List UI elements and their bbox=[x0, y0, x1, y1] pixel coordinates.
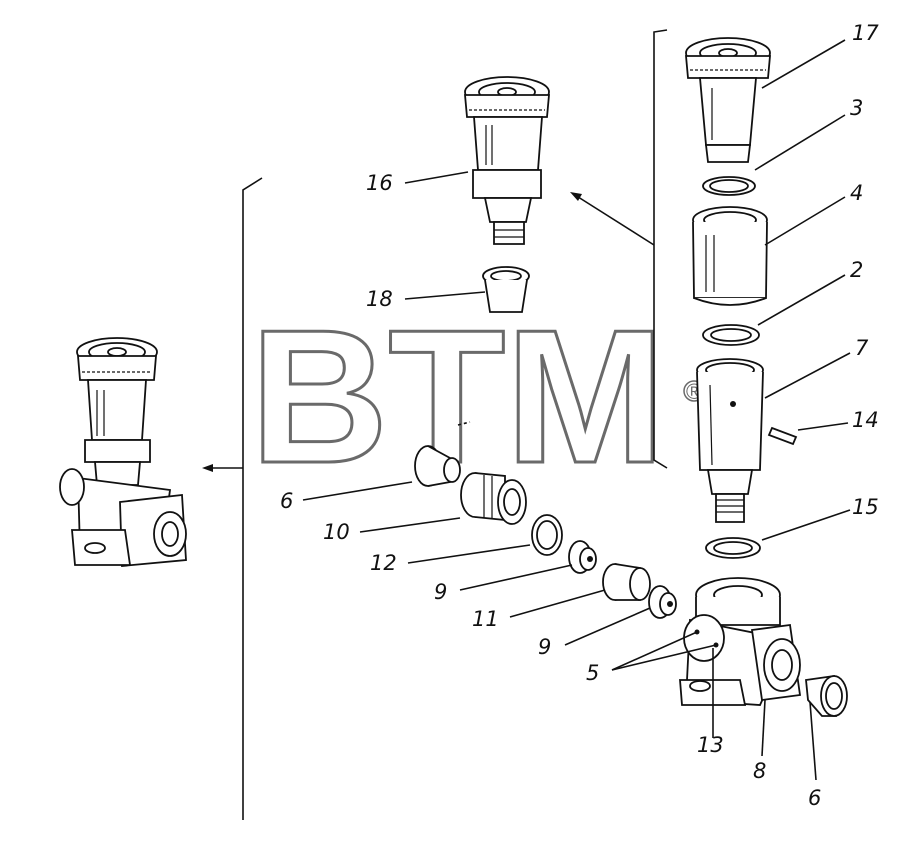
label-14: 14 bbox=[852, 408, 879, 432]
part-18-bushing bbox=[482, 266, 530, 313]
left-bracket-line bbox=[242, 177, 263, 820]
assembly-lines bbox=[202, 29, 668, 820]
arrowhead-to-16 bbox=[570, 192, 582, 201]
axis-dash bbox=[457, 421, 471, 426]
part-17-cap bbox=[685, 37, 771, 163]
arrow-to-16 bbox=[574, 194, 655, 246]
part-9-valve-b bbox=[648, 585, 677, 619]
label-18: 18 bbox=[366, 287, 393, 311]
label-16: 16 bbox=[366, 171, 393, 195]
part-16-assembly bbox=[464, 76, 550, 245]
part-14-pin bbox=[767, 426, 798, 446]
label-17: 17 bbox=[852, 21, 879, 45]
part-6-cap-upper bbox=[414, 445, 461, 487]
label-3: 3 bbox=[850, 96, 863, 120]
leader-lines bbox=[302, 39, 851, 781]
label-9-left: 9 bbox=[434, 580, 447, 604]
label-4: 4 bbox=[850, 181, 863, 205]
label-15: 15 bbox=[852, 495, 879, 519]
part-9-valve-a bbox=[568, 540, 597, 574]
part-2-ring bbox=[702, 324, 760, 346]
assembled-pump bbox=[59, 337, 187, 567]
label-11: 11 bbox=[472, 607, 499, 631]
arrowhead-to-assembly bbox=[202, 464, 213, 472]
label-9-right: 9 bbox=[538, 635, 551, 659]
label-6-lower: 6 bbox=[808, 786, 821, 810]
label-12: 12 bbox=[370, 551, 397, 575]
label-2: 2 bbox=[850, 258, 863, 282]
part-4-sleeve bbox=[692, 206, 768, 306]
part-7-body bbox=[696, 358, 764, 523]
part-3-ring bbox=[702, 176, 756, 196]
part-10-fitting bbox=[460, 472, 527, 525]
watermark: BTM ® bbox=[249, 290, 705, 505]
part-15-ring bbox=[705, 537, 761, 559]
label-7: 7 bbox=[855, 336, 869, 360]
label-5: 5 bbox=[586, 661, 599, 685]
part-12-ring bbox=[531, 514, 563, 556]
label-8: 8 bbox=[753, 759, 766, 783]
part-11-clip bbox=[602, 563, 651, 601]
right-bracket-line bbox=[653, 29, 668, 469]
part-8-housing bbox=[679, 577, 802, 706]
label-13: 13 bbox=[697, 733, 724, 757]
label-10: 10 bbox=[323, 520, 350, 544]
label-6-upper: 6 bbox=[280, 489, 293, 513]
part-labels: 17 3 16 4 2 18 7 14 6 15 10 12 9 11 9 5 … bbox=[280, 21, 879, 810]
part-6-cap-lower bbox=[805, 674, 848, 717]
